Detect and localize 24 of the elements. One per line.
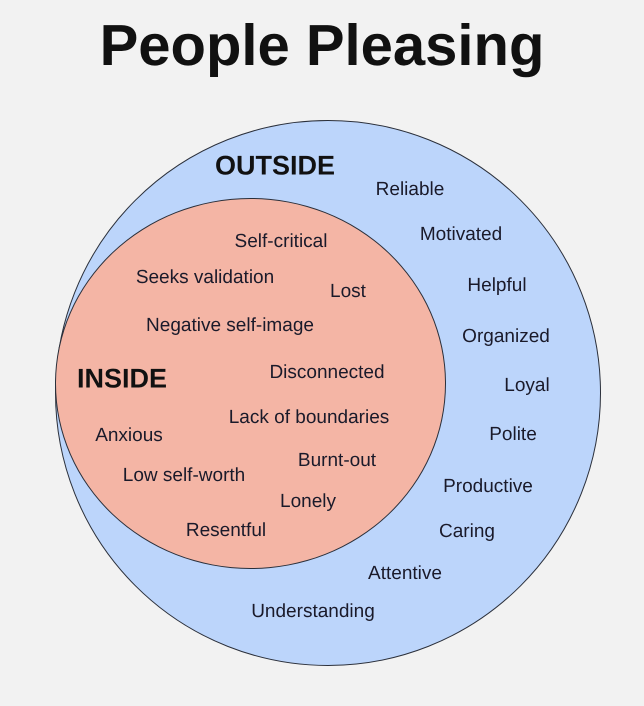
- trait-label: Helpful: [467, 275, 527, 297]
- trait-label: Polite: [489, 424, 537, 446]
- trait-label: Self-critical: [234, 231, 328, 253]
- trait-label: Lack of boundaries: [228, 407, 390, 429]
- trait-label: Attentive: [368, 563, 442, 585]
- trait-label: Burnt-out: [298, 450, 376, 472]
- trait-label: Reliable: [376, 179, 444, 201]
- trait-label: Productive: [443, 476, 533, 498]
- trait-label: Caring: [439, 521, 495, 543]
- region-heading: OUTSIDE: [215, 150, 335, 182]
- trait-label: Disconnected: [269, 362, 385, 384]
- trait-label: Motivated: [420, 224, 502, 246]
- trait-label: Negative self-image: [146, 315, 314, 337]
- trait-label: Anxious: [95, 425, 163, 447]
- trait-label: Seeks validation: [136, 267, 274, 289]
- trait-label: Lost: [330, 281, 366, 303]
- trait-label: Understanding: [251, 601, 375, 623]
- trait-label: Resentful: [186, 520, 266, 542]
- trait-label: Lonely: [280, 491, 336, 513]
- region-heading: INSIDE: [76, 363, 168, 395]
- trait-label: Organized: [462, 326, 550, 348]
- trait-label: Loyal: [504, 375, 550, 397]
- trait-label: Low self-worth: [122, 465, 246, 487]
- title: People Pleasing: [98, 14, 546, 78]
